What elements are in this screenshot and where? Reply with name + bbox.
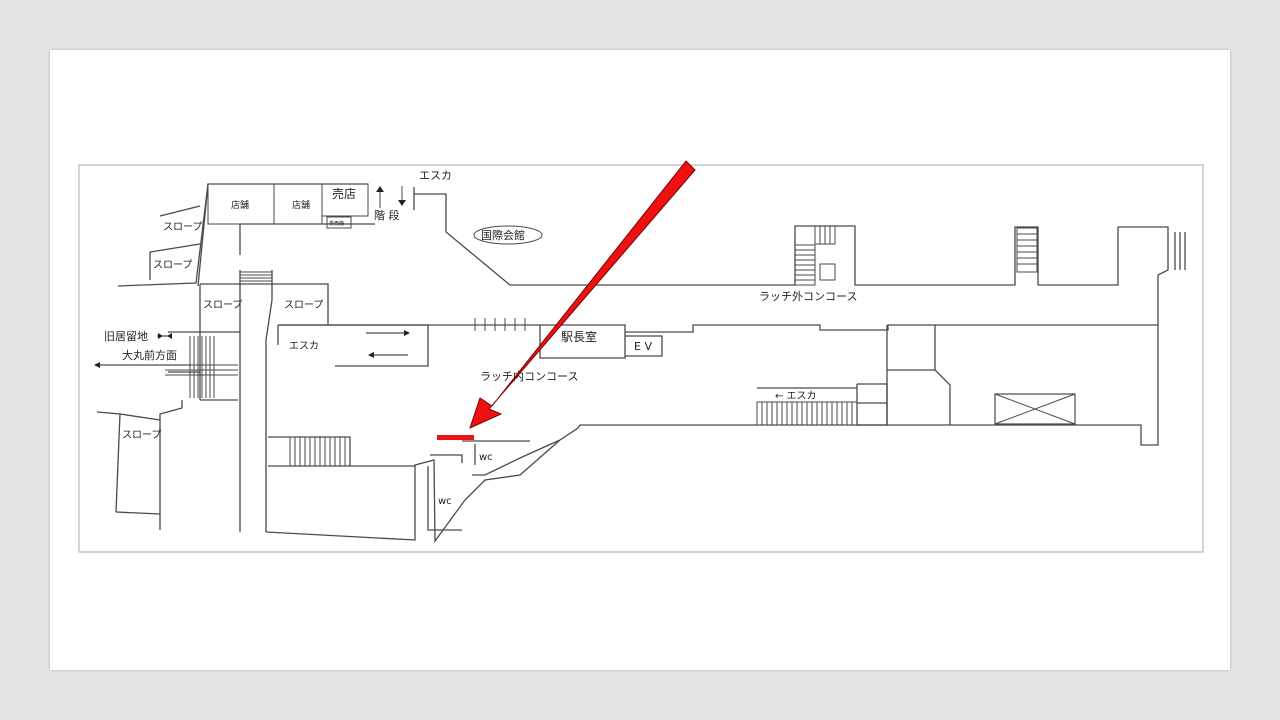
label-stairs: 階 段 bbox=[374, 208, 400, 222]
label-inner-concourse: ラッチ内コンコース bbox=[480, 369, 578, 383]
stairs-arrow-icon bbox=[376, 186, 406, 208]
exit-arrows-icon bbox=[94, 333, 190, 368]
label-outer-concourse: ラッチ外コンコース bbox=[759, 290, 857, 303]
red-arrow-icon bbox=[469, 160, 696, 429]
escalator-arrows-icon bbox=[366, 330, 410, 358]
concourse-stairs bbox=[474, 225, 1038, 426]
label-escalator-right: ← エスカ bbox=[775, 390, 817, 402]
label-station-master: 駅長室 bbox=[561, 329, 597, 344]
map-frame bbox=[78, 164, 1204, 553]
label-slope-5: スロープ bbox=[122, 429, 161, 441]
shops bbox=[207, 183, 369, 229]
label-kiosk: 売店 bbox=[332, 186, 356, 201]
slide: スロープ スロープ スロープ スロープ スロープ 店舗 店舗 売店 券売機 階 … bbox=[50, 50, 1230, 670]
label-intl-hall: 国際会館 bbox=[481, 228, 525, 242]
label-shop-1: 店舗 bbox=[231, 199, 249, 211]
label-slope-3: スロープ bbox=[203, 299, 242, 311]
label-escalator-left: エスカ bbox=[289, 340, 319, 352]
label-wc-1: wc bbox=[479, 452, 493, 463]
intl-hall-icon bbox=[473, 225, 543, 245]
label-wc-2: wc bbox=[438, 496, 452, 507]
station-floor-map: スロープ スロープ スロープ スロープ スロープ 店舗 店舗 売店 券売機 階 … bbox=[78, 160, 1204, 553]
label-shop-2: 店舗 bbox=[292, 199, 310, 211]
location-marker bbox=[437, 435, 474, 440]
label-daimaru: 大丸前方面 bbox=[122, 348, 177, 362]
label-slope-4: スロープ bbox=[284, 299, 323, 311]
concourse-walls bbox=[278, 187, 1186, 531]
label-slope-1: スロープ bbox=[163, 221, 202, 233]
label-escalator-top: エスカ bbox=[419, 169, 452, 182]
label-ev: E V bbox=[634, 340, 652, 353]
left-stairs bbox=[165, 271, 346, 466]
label-former-residence: 旧居留地 bbox=[104, 330, 148, 343]
label-slope-2: スロープ bbox=[153, 259, 192, 271]
map-labels: スロープ スロープ スロープ スロープ スロープ 店舗 店舗 売店 券売機 階 … bbox=[104, 169, 857, 507]
label-small-box: 券売機 bbox=[329, 220, 344, 227]
crossed-box-icon bbox=[994, 393, 1076, 425]
